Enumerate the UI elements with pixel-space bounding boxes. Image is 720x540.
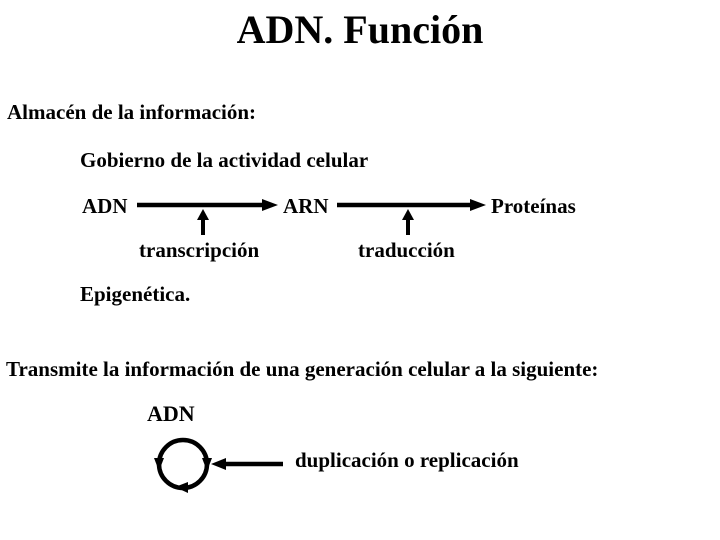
translation-flow-arrow-icon <box>337 199 486 211</box>
translation-label: traducción <box>358 238 455 262</box>
flow-node-proteins: Proteínas <box>491 194 576 218</box>
dna-circle-label: ADN <box>147 401 195 426</box>
translation-pointer-arrow-icon <box>402 209 414 235</box>
transcription-label: transcripción <box>139 238 260 262</box>
flow-node-arn: ARN <box>283 194 329 218</box>
flow-node-adn: ADN <box>82 194 128 218</box>
slide-title: ADN. Función <box>236 7 484 52</box>
dna-replication-circle-icon <box>154 437 212 493</box>
replication-arrow-icon <box>211 458 283 470</box>
storage-subheading: Gobierno de la actividad celular <box>80 148 369 172</box>
transcription-flow-arrow-icon <box>137 199 278 211</box>
storage-heading: Almacén de la información: <box>7 100 257 124</box>
transcription-pointer-arrow-icon <box>197 209 209 235</box>
transmission-heading: Transmite la información de una generaci… <box>6 357 599 381</box>
epigenetics-text: Epigenética. <box>80 282 191 306</box>
replication-label: duplicación o replicación <box>295 448 519 472</box>
